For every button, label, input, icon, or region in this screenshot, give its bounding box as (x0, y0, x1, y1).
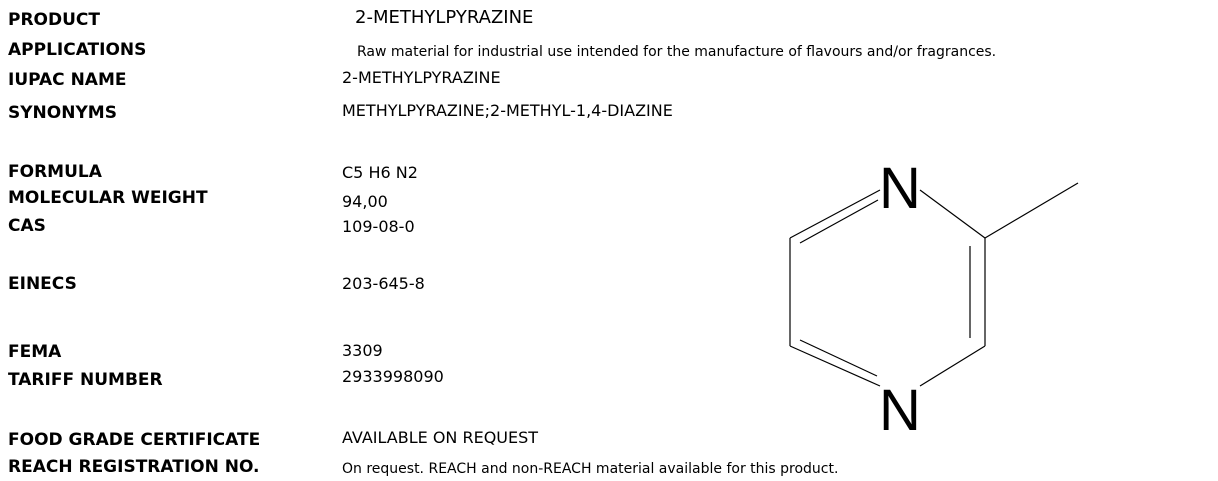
atom-n-bottom: N (879, 378, 921, 438)
bond-n4-c5 (789, 345, 881, 387)
bond-n4-c5-double (799, 339, 878, 377)
reach-label: REACH REGISTRATION NO. (8, 457, 260, 477)
cas-value: 109-08-0 (342, 217, 415, 236)
product-value: 2-METHYLPYRAZINE (355, 7, 534, 28)
einecs-label: EINECS (8, 274, 77, 294)
atom-n-top: N (879, 156, 921, 221)
molecule-structure-diagram: N N (789, 156, 1079, 438)
formula-label: FORMULA (8, 162, 102, 182)
molecular-weight-label: MOLECULAR WEIGHT (8, 188, 208, 208)
applications-label: APPLICATIONS (8, 40, 147, 60)
einecs-value: 203-645-8 (342, 274, 425, 293)
bond-n1-c2 (919, 189, 986, 239)
food-grade-value: AVAILABLE ON REQUEST (342, 428, 539, 447)
fema-label: FEMA (8, 342, 62, 362)
iupac-name-label: IUPAC NAME (8, 70, 127, 90)
tariff-number-value: 2933998090 (342, 367, 444, 386)
bond-n1-c6-double (799, 199, 879, 244)
molecular-weight-value: 94,00 (342, 192, 388, 211)
formula-value: C5 H6 N2 (342, 163, 418, 182)
bond-n1-c6 (789, 189, 881, 239)
tariff-number-label: TARIFF NUMBER (8, 370, 163, 390)
iupac-name-value: 2-METHYLPYRAZINE (342, 68, 501, 87)
synonyms-value: METHYLPYRAZINE;2-METHYL-1,4-DIAZINE (342, 101, 673, 120)
synonyms-label: SYNONYMS (8, 103, 117, 123)
cas-label: CAS (8, 216, 46, 236)
bond-methyl (984, 182, 1079, 239)
bond-c3-n4 (919, 345, 986, 387)
food-grade-label: FOOD GRADE CERTIFICATE (8, 430, 261, 450)
applications-value: Raw material for industrial use intended… (357, 44, 997, 60)
fema-value: 3309 (342, 341, 383, 360)
product-label: PRODUCT (8, 10, 100, 30)
reach-value: On request. REACH and non-REACH material… (342, 461, 839, 477)
